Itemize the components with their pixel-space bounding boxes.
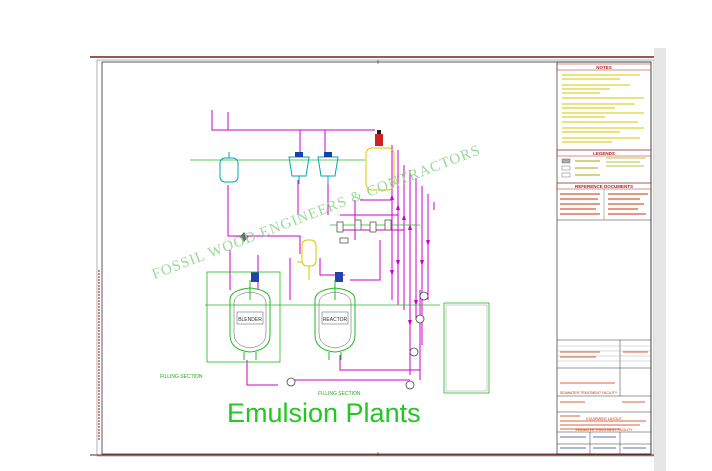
title-lines: [560, 351, 648, 449]
storage-vessel: [297, 147, 395, 280]
reference-lines: [560, 193, 648, 215]
pumps: [286, 291, 429, 390]
instruments: [239, 219, 392, 244]
blender-label: BLENDER: [238, 317, 262, 323]
drawing-title-2: SEAWATER TREATMENT FACILITY: [575, 428, 633, 432]
legend-entries: [561, 157, 646, 178]
tank-tops: [295, 152, 332, 157]
drawing-title-1: EQUIPMENT LAYOUT: [586, 417, 622, 421]
title-block: [556, 61, 652, 455]
notes-lines: [562, 74, 644, 143]
blender-vessel: [229, 280, 271, 360]
filling-section-center-label: FILLING SECTION: [318, 391, 361, 397]
reactor-label: REACTOR: [323, 317, 348, 323]
legends-header: LEGENDS: [593, 151, 615, 156]
reactor-vessel: [314, 280, 356, 360]
filling-section-left-label: FILLING SECTION: [160, 374, 203, 380]
blender-section-boundary: [206, 271, 281, 363]
image-caption: Emulsion Plants: [227, 398, 421, 428]
notes-header: NOTES: [596, 65, 612, 70]
reactor-label-box: [321, 311, 349, 325]
blender-label-box: [236, 311, 264, 325]
overhead-tanks: [219, 152, 339, 184]
filling-equipment-box: [443, 302, 490, 394]
reference-header: REFERENCE DOCUMENTS: [575, 184, 633, 189]
vessel-fittings: [251, 130, 383, 282]
page-scrollbar[interactable]: [654, 48, 666, 471]
flow-arrows: [390, 194, 430, 326]
project-title: SEAWATER TREATMENT FACILITY: [560, 391, 618, 395]
